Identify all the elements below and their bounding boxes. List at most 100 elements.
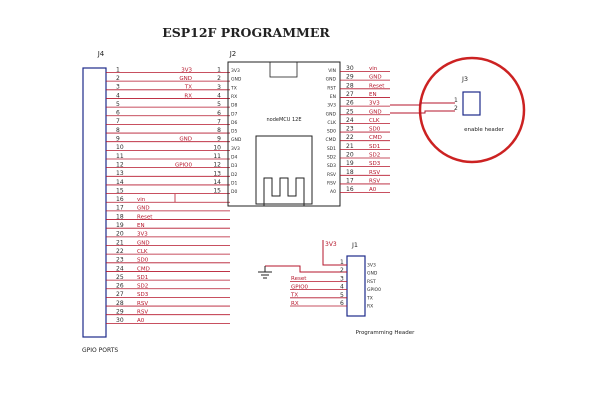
j2-left-pin-number: 8 <box>217 127 221 134</box>
j2-ref: J2 <box>229 50 237 58</box>
j2-right-net-label: RSV <box>369 170 380 176</box>
j4-net-label: A0 <box>137 318 145 324</box>
j4-pin-number: 2 <box>116 75 120 82</box>
j2-right-pin-number: 17 <box>346 177 354 184</box>
j1-pin-number: 1 <box>340 259 344 266</box>
j1-pin-name: 3V3 <box>367 263 376 269</box>
j2-right-net-label: Reset <box>369 83 385 89</box>
j2-usb-connector-shape <box>263 177 305 206</box>
j4-net-label: TX <box>184 85 192 91</box>
j2-right-pin-name: RSV <box>327 172 337 178</box>
j2-right-net-label: RSV <box>369 178 380 184</box>
j2-right-pin-number: 20 <box>346 152 354 159</box>
j2-right-pin-name: SD0 <box>327 129 336 135</box>
j4-net-label: EN <box>137 223 145 229</box>
j4-pin-number: 19 <box>116 222 124 229</box>
j2-left-pin-number: 3 <box>217 84 221 91</box>
j4-net-label: CMD <box>137 266 150 272</box>
j4-net-label: RSV <box>137 301 148 307</box>
j1-caption: Programming Header <box>356 330 416 336</box>
j2-right-pin-name: CMD <box>326 137 337 143</box>
j2-left-pin-name: 3V3 <box>231 146 240 152</box>
j3-pin-number: 2 <box>454 105 458 112</box>
j4-pin-number: 3 <box>116 84 120 91</box>
j3-caption: enable header <box>464 127 505 133</box>
j3-wire <box>390 102 455 114</box>
j4-pin-number: 15 <box>116 187 124 194</box>
j2-right-net-label: 3V3 <box>369 101 380 107</box>
j4-pin-number: 5 <box>116 101 120 108</box>
j3-ref: J3 <box>461 75 468 83</box>
j2-right-pin-number: 23 <box>346 126 354 133</box>
j4-pin-number: 25 <box>116 274 124 281</box>
j2-right-net-label: vin <box>369 66 378 72</box>
j2-left-pin-number: 2 <box>217 75 221 82</box>
j1-pin-number: 6 <box>340 300 344 307</box>
j2-right-net-label: CLK <box>369 118 380 124</box>
j4-pin-number: 23 <box>116 257 124 264</box>
j2-right-pin-number: 22 <box>346 134 354 141</box>
j2-right-pin-number: 21 <box>346 143 354 150</box>
j4-net-label: GPIO0 <box>175 162 193 168</box>
j4-net-label: Reset <box>137 214 153 220</box>
j2-right-net-label: SD3 <box>369 161 381 167</box>
j4-net-label: SD3 <box>137 292 149 298</box>
j2-right-pin-name: RST <box>327 85 336 91</box>
j4-pin-number: 4 <box>116 92 120 99</box>
j4-net-label: GND <box>137 240 150 246</box>
j2-module-label: nodeMCU 12E <box>266 117 301 123</box>
j2-left-pin-number: 14 <box>213 179 221 186</box>
j2-left-pin-name: D5 <box>231 129 237 135</box>
j4-pin-number: 10 <box>116 144 124 151</box>
j2-right-pin-number: 19 <box>346 160 354 167</box>
j1-connector-body <box>346 255 366 317</box>
j3-pin-group: 12 <box>454 97 458 112</box>
j4-pin-number: 26 <box>116 283 124 290</box>
j2-left-pin-name: RX <box>231 94 237 100</box>
j4-connector-body <box>82 67 107 338</box>
j1-supply-wire <box>322 240 347 266</box>
j4-pin-number: 29 <box>116 309 124 316</box>
j4-net-label: RX <box>184 93 192 99</box>
j2-left-pin-number: 9 <box>217 136 221 143</box>
j2-left-pin-number: 1 <box>217 67 221 74</box>
j2-left-pin-name: D0 <box>231 189 237 195</box>
j4-net-label: GND <box>179 76 192 82</box>
j4-caption: GPIO PORTS <box>82 347 118 354</box>
j4-net-label: 3V3 <box>181 67 192 73</box>
j4-net-label: SD2 <box>137 284 148 290</box>
j4-pin-number: 27 <box>116 291 124 298</box>
j4-pin-number: 17 <box>116 205 124 212</box>
j2-right-pin-name: A0 <box>330 189 336 195</box>
j1-pin-number: 5 <box>340 292 344 299</box>
j1-pin-name: RX <box>367 304 373 310</box>
ground-symbol <box>258 266 272 279</box>
j1-supply-label: 3V3 <box>325 241 337 248</box>
j2-right-net-label: GND <box>369 75 382 81</box>
j2-left-pin-name: TX <box>230 85 237 91</box>
j2-left-pin-number: 6 <box>217 110 221 117</box>
j4-pin-number: 9 <box>116 136 120 143</box>
j2-chip-outline <box>255 135 313 205</box>
j2-right-net-label: SD0 <box>369 127 381 133</box>
j4-pin-number: 14 <box>116 179 124 186</box>
j1-pin-number: 4 <box>340 284 344 291</box>
j2-right-pin-number: 29 <box>346 74 354 81</box>
j4-pin-number: 1 <box>116 66 120 73</box>
j1-pin-name: RST <box>367 279 376 285</box>
j2-right-pin-name: VIN <box>328 68 336 74</box>
schematic-title: ESP12F PROGRAMMER <box>162 25 330 40</box>
j2-left-pin-name: GND <box>231 77 242 83</box>
j2-left-pin-number: 5 <box>217 101 221 108</box>
j4-pin-number: 6 <box>116 110 120 117</box>
j2-left-pin-name: D1 <box>231 180 237 186</box>
j2-left-pin-number: 7 <box>217 118 221 125</box>
j4-pin-number: 20 <box>116 231 124 238</box>
j4-net-label: vin <box>137 197 146 203</box>
j2-right-pin-number: 26 <box>346 100 354 107</box>
j4-pin-number: 30 <box>116 317 124 324</box>
j2-right-pin-name: SD2 <box>327 155 336 161</box>
j2-right-pin-name: 3V3 <box>327 103 336 109</box>
j2-left-pin-number: 15 <box>213 188 221 195</box>
